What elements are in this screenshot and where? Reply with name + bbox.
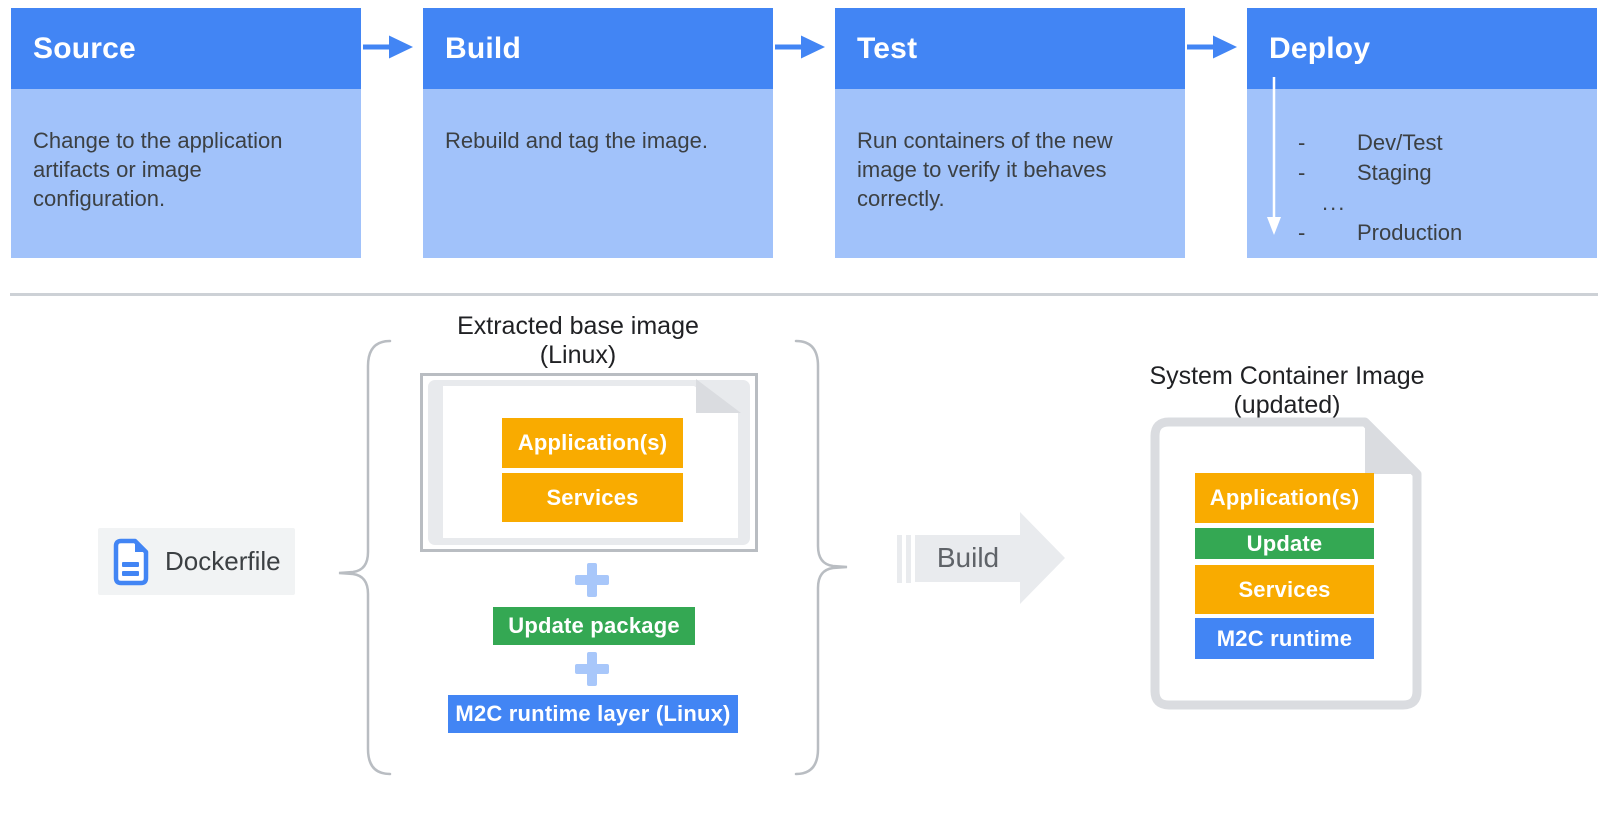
result-image-title: System Container Image (updated): [1149, 362, 1425, 419]
dockerfile-chip: Dockerfile: [98, 528, 295, 595]
plus-icon: [575, 563, 609, 597]
base-image-title: Extracted base image (Linux): [457, 312, 699, 369]
folded-corner-icon: [696, 379, 741, 413]
stage-source-description: Change to the application artifacts or i…: [11, 89, 361, 258]
stage-deploy-title: Deploy: [1247, 8, 1597, 89]
build-arrow-icon: [897, 512, 1065, 604]
left-brace: [338, 339, 392, 776]
dockerfile-label: Dockerfile: [165, 546, 281, 576]
stage-source-title: Source: [11, 8, 361, 89]
base-layer-applications: Application(s): [502, 418, 683, 468]
stage-build-title: Build: [423, 8, 773, 89]
result-layer-services: Services: [1195, 565, 1374, 614]
list-item: -Staging: [1247, 158, 1597, 188]
build-arrow-label: Build: [936, 542, 1000, 573]
stage-deploy: Deploy -Dev/Test -Staging ... -Productio…: [1247, 8, 1597, 258]
result-layer-m2c-runtime: M2C runtime: [1195, 618, 1374, 659]
stage-build: Build Rebuild and tag the image.: [423, 8, 773, 258]
deploy-down-arrow-icon: [1267, 77, 1281, 235]
result-layer-update: Update: [1195, 528, 1374, 559]
plus-icon: [575, 652, 609, 686]
result-layer-applications: Application(s): [1195, 473, 1374, 523]
flow-arrow-icon: [363, 35, 413, 59]
list-item: -Production: [1247, 218, 1597, 248]
stage-build-description: Rebuild and tag the image.: [423, 89, 773, 258]
list-item: -Dev/Test: [1247, 128, 1597, 158]
deploy-environment-list: -Dev/Test -Staging ... -Production: [1247, 128, 1597, 248]
stage-test-title: Test: [835, 8, 1185, 89]
list-item: ...: [1322, 190, 1347, 215]
base-layer-services: Services: [502, 473, 683, 522]
stage-deploy-body: -Dev/Test -Staging ... -Production: [1247, 77, 1597, 258]
bullet: -: [1298, 160, 1306, 185]
stage-test-description: Run containers of the new image to verif…: [835, 89, 1185, 258]
stage-test: Test Run containers of the new image to …: [835, 8, 1185, 258]
stage-source: Source Change to the application artifac…: [11, 8, 361, 258]
grouping-braces: [338, 339, 848, 776]
runtime-layer-box: M2C runtime layer (Linux): [448, 695, 738, 733]
bullet: -: [1298, 220, 1306, 245]
section-divider: [10, 293, 1598, 296]
folded-corner-icon: [1365, 422, 1417, 474]
flow-arrow-icon: [1187, 35, 1237, 59]
right-brace: [794, 339, 848, 776]
document-icon: [113, 538, 149, 585]
update-package-box: Update package: [493, 607, 695, 645]
flow-arrow-icon: [775, 35, 825, 59]
bullet: -: [1298, 130, 1306, 155]
